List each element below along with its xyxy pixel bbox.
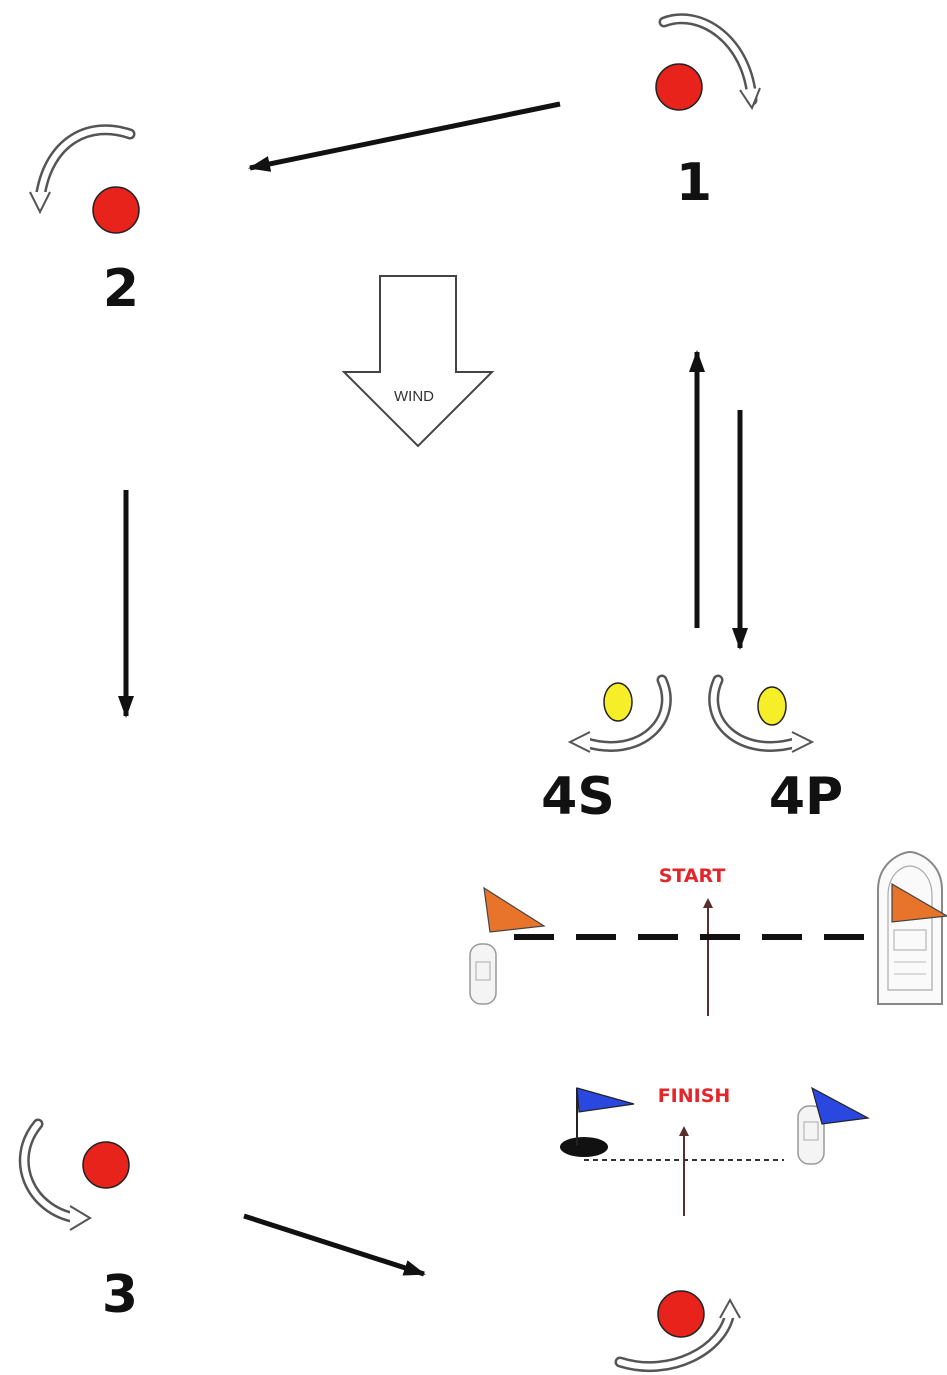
mark-3: 3 — [18, 1118, 138, 1325]
wind-indicator: WIND — [341, 275, 495, 448]
mark-3-label: 3 — [102, 1265, 138, 1325]
yellow-buoy-icon — [603, 682, 633, 722]
finish-label: FINISH — [658, 1085, 731, 1107]
leg-arrow-3-to-finish — [243, 1213, 426, 1277]
mark-1-label: 1 — [676, 153, 712, 213]
wind-arrow-icon — [341, 275, 495, 448]
gate-4s: 4S — [541, 674, 672, 827]
red-buoy-icon — [657, 1290, 705, 1338]
mark-2-label: 2 — [103, 259, 139, 319]
gate-4p: 4P — [708, 674, 843, 827]
leg-arrow-1-to-2 — [248, 101, 561, 172]
red-buoy-icon — [655, 63, 703, 111]
blue-flag-icon — [576, 1087, 635, 1113]
red-buoy-icon — [92, 186, 140, 234]
blue-flag-icon — [811, 1086, 870, 1125]
finish-line: FINISH — [560, 1085, 870, 1216]
leeward-mark — [614, 1290, 741, 1372]
gate-4p-label: 4P — [769, 767, 843, 827]
pin-end-buoy-icon — [469, 943, 497, 1005]
mark-2: 2 — [29, 124, 140, 319]
wind-label: WIND — [394, 388, 434, 405]
finish-boat-icon — [797, 1105, 825, 1165]
committee-boat-icon — [877, 850, 943, 1005]
start-line: START — [469, 850, 947, 1016]
gate-4s-label: 4S — [541, 767, 615, 827]
finish-pin-icon — [560, 1137, 608, 1157]
orange-flag-icon — [891, 882, 947, 923]
red-buoy-icon — [82, 1141, 130, 1189]
mark-1: 1 — [655, 13, 761, 213]
start-label: START — [659, 865, 726, 887]
orange-flag-icon — [483, 886, 546, 933]
yellow-buoy-icon — [757, 686, 787, 726]
